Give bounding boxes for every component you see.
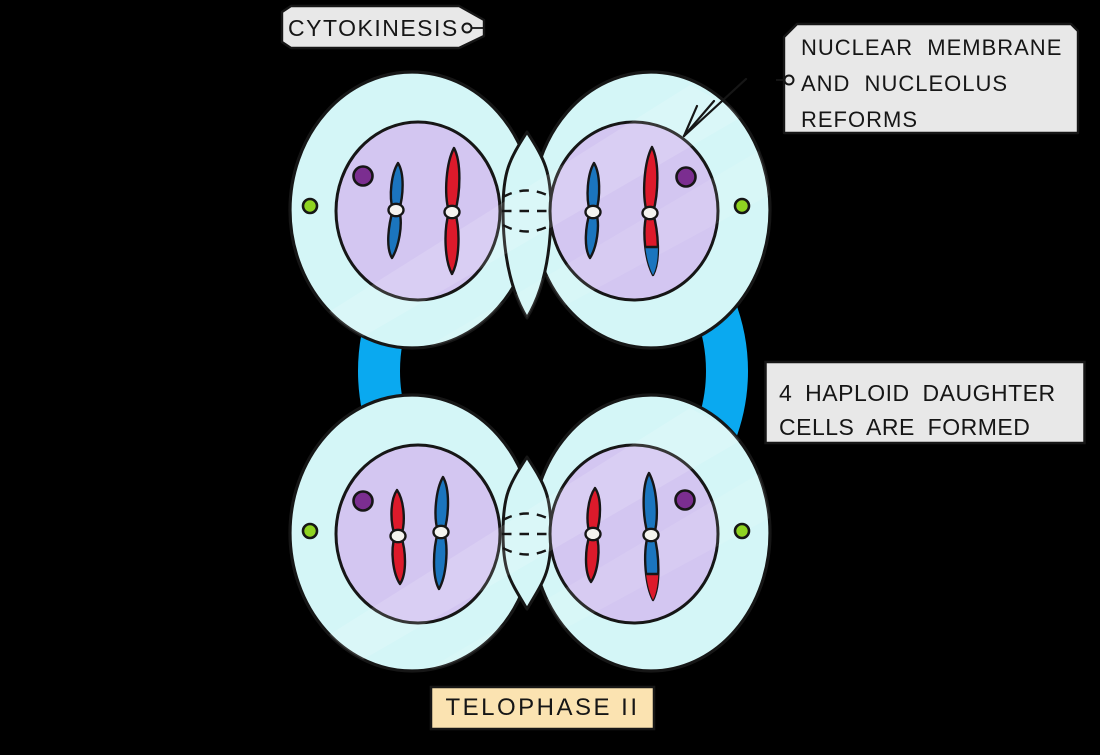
spindle-fiber-dashes — [502, 189, 552, 233]
chromatid-arm-top — [642, 145, 659, 215]
chromosome-blue — [432, 475, 450, 591]
chromatid-arm-bottom — [391, 534, 407, 586]
chromatid-arm-top — [444, 146, 461, 214]
cytokinesis-tag — [280, 4, 486, 50]
pointer-arrow — [682, 77, 748, 138]
chromatid-arm-top — [389, 161, 404, 212]
chromatid-arm-bottom — [444, 210, 460, 276]
spindle-dash-row — [502, 512, 552, 522]
tag-hole-icon — [783, 74, 795, 86]
chromosome-blue — [642, 471, 660, 602]
nucleolus — [352, 165, 374, 187]
chromosome-red — [584, 486, 602, 584]
chromatid-arm-top — [642, 471, 659, 537]
cell-top-left — [301, 146, 461, 276]
chromosome-red — [389, 488, 407, 586]
cell-pair-top — [288, 70, 772, 350]
spindle-dash-row — [502, 546, 552, 556]
centriole-dot — [733, 522, 751, 540]
cell-top-right — [584, 145, 751, 277]
centriole-dot — [301, 522, 319, 540]
nucleolus — [675, 166, 697, 188]
spindle-dash-row — [502, 223, 552, 233]
tag-hole-icon — [461, 22, 473, 34]
centriole-dot — [301, 197, 319, 215]
spindle-fiber-dashes — [502, 512, 552, 556]
chromosome-blue — [387, 161, 405, 260]
centromere — [641, 205, 659, 221]
nucleolus — [674, 489, 696, 511]
haploid-note-box — [764, 360, 1086, 445]
chromatid-arm-bottom — [584, 210, 600, 260]
chromatid-arm-top — [434, 475, 450, 534]
label-boxes — [280, 4, 1086, 731]
cytoplasmic-bridge — [501, 130, 553, 320]
centromere — [389, 528, 407, 544]
arrow-shaft — [682, 77, 748, 138]
chromatid-arm-top — [390, 488, 405, 538]
cell-bottom-left — [301, 475, 450, 591]
chromatid-arm-top — [586, 161, 601, 214]
cell-pair-bottom — [288, 393, 772, 673]
highlight-streak — [300, 85, 745, 348]
chromosome-red — [641, 145, 660, 277]
centromere — [584, 526, 602, 542]
chromatid-arm-bottom — [584, 532, 600, 584]
centromere — [387, 202, 405, 218]
centriole-dot — [733, 197, 751, 215]
chromatid-arm-top — [586, 486, 602, 536]
cell-pairs — [288, 70, 772, 673]
spindle-dash-row — [502, 189, 552, 199]
centromere — [443, 204, 461, 220]
nuclear-membrane-tag — [782, 22, 1080, 135]
chromatid-arm-bottom — [387, 208, 402, 260]
chromosome-red — [443, 146, 461, 276]
chromosome-blue — [584, 161, 602, 260]
telophase-stage-box — [429, 685, 656, 731]
centromere — [584, 204, 602, 220]
centromere — [432, 524, 450, 540]
cell-bottom-right — [584, 471, 751, 602]
centromere — [642, 527, 660, 543]
highlight-streak — [300, 408, 745, 671]
chromatid-arm-bottom — [432, 530, 448, 591]
arrow-barb — [682, 99, 716, 138]
nucleolus — [352, 490, 374, 512]
arrow-barb — [682, 104, 699, 138]
nucleus-left — [334, 443, 502, 625]
